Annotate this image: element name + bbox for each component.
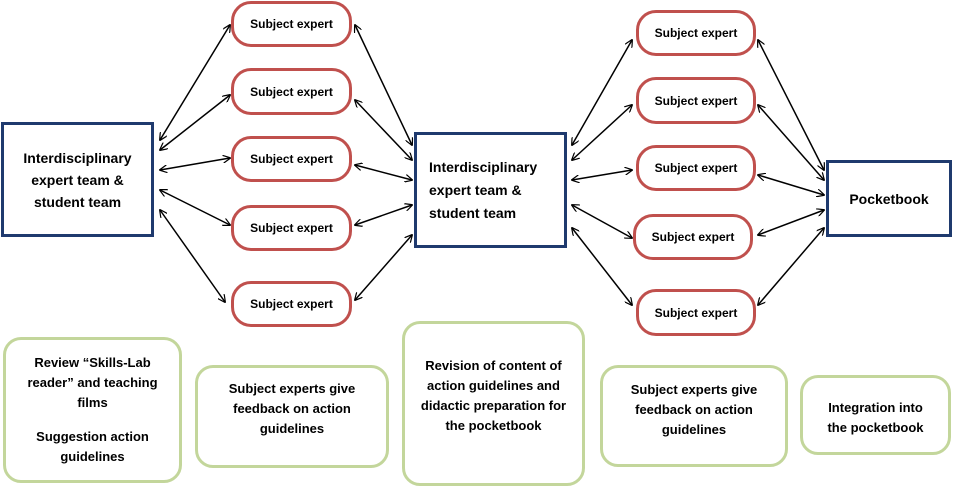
- subject-expert-5: Subject expert: [231, 281, 352, 327]
- subject-expert-6: Subject expert: [636, 10, 756, 56]
- subject-expert-9-label: Subject expert: [651, 230, 735, 244]
- subject-expert-7: Subject expert: [636, 77, 756, 124]
- arrow-expert-2-middle: [355, 100, 412, 160]
- arrow-expert-7-pocketbook: [758, 105, 824, 180]
- arrow-middle-expert-10: [572, 228, 632, 305]
- pocketbook-label: Pocketbook: [849, 190, 929, 207]
- team-box-left-label: Interdisciplinary expert team & student …: [23, 149, 132, 210]
- note-feedback-first: Subject experts give feedback on action …: [195, 365, 389, 468]
- team-box-left: Interdisciplinary expert team & student …: [1, 122, 154, 237]
- arrow-left-expert-3: [160, 158, 230, 170]
- subject-expert-1-label: Subject expert: [250, 17, 333, 31]
- subject-expert-10-label: Subject expert: [654, 305, 738, 320]
- note-review-suggestion: Suggestion action guidelines: [36, 429, 149, 464]
- subject-expert-8-label: Subject expert: [654, 161, 738, 175]
- subject-expert-7-label: Subject expert: [654, 93, 738, 108]
- subject-expert-2: Subject expert: [231, 68, 352, 115]
- note-review-text: Review “Skills-Lab reader” and teaching …: [27, 355, 158, 410]
- note-review: Review “Skills-Lab reader” and teaching …: [3, 337, 182, 483]
- subject-expert-9: Subject expert: [633, 214, 753, 260]
- subject-expert-4: Subject expert: [231, 205, 352, 251]
- note-revision-text: Revision of content of action guidelines…: [420, 358, 567, 433]
- arrow-middle-expert-6: [572, 40, 632, 145]
- arrow-middle-expert-9: [572, 205, 632, 238]
- team-box-middle-label: Interdisciplinary expert team & student …: [429, 158, 538, 221]
- arrow-left-expert-2: [160, 95, 230, 150]
- arrow-left-expert-5: [160, 210, 225, 302]
- arrow-left-expert-4: [160, 190, 230, 225]
- note-feedback-second-text: Subject experts give feedback on action …: [630, 382, 758, 437]
- pocketbook-box: Pocketbook: [826, 160, 952, 237]
- subject-expert-3-label: Subject expert: [250, 152, 333, 166]
- note-integration: Integration into the pocketbook: [800, 375, 951, 455]
- note-feedback-second: Subject experts give feedback on action …: [600, 365, 788, 467]
- subject-expert-8: Subject expert: [636, 145, 756, 191]
- arrow-middle-expert-7: [572, 105, 632, 160]
- arrow-expert-4-middle: [355, 205, 412, 225]
- subject-expert-3: Subject expert: [231, 136, 352, 182]
- arrow-expert-6-pocketbook: [758, 40, 824, 170]
- arrow-expert-5-middle: [355, 235, 412, 300]
- subject-expert-6-label: Subject expert: [654, 26, 738, 40]
- note-integration-text: Integration into the pocketbook: [827, 400, 924, 435]
- arrow-expert-3-middle: [355, 165, 412, 180]
- note-revision: Revision of content of action guidelines…: [402, 321, 585, 486]
- arrow-expert-1-middle: [355, 25, 412, 145]
- arrow-middle-expert-8: [572, 170, 632, 180]
- subject-expert-10: Subject expert: [636, 289, 756, 336]
- arrow-expert-9-pocketbook: [758, 210, 824, 235]
- team-box-middle: Interdisciplinary expert team & student …: [414, 132, 567, 248]
- arrow-expert-10-pocketbook: [758, 228, 824, 305]
- subject-expert-1: Subject expert: [231, 1, 352, 47]
- arrow-expert-8-pocketbook: [758, 175, 824, 195]
- subject-expert-2-label: Subject expert: [250, 84, 333, 99]
- subject-expert-4-label: Subject expert: [250, 221, 333, 235]
- note-feedback-first-text: Subject experts give feedback on action …: [228, 381, 356, 436]
- subject-expert-5-label: Subject expert: [250, 297, 333, 311]
